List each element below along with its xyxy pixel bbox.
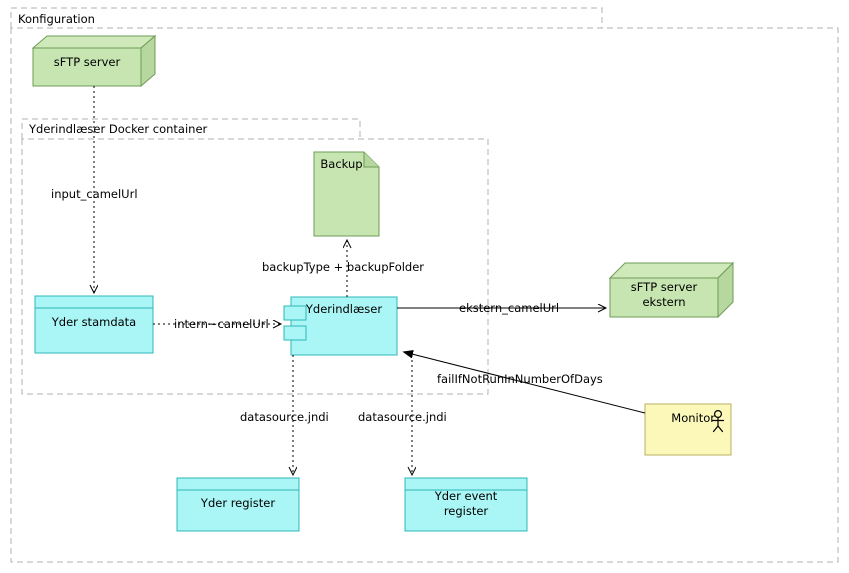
node-backup-artifact[interactable] (313, 151, 380, 237)
node-yder-stamdata[interactable] (34, 295, 154, 354)
node-sftp-server[interactable] (31, 34, 157, 88)
edge-label-datasource-jndi-1: datasource.jndi (240, 410, 329, 424)
edge-label-datasource-jndi-2: datasource.jndi (358, 410, 447, 424)
frame-label-docker-container: Yderindlæser Docker container (29, 122, 208, 136)
edge-label-ekstern-camelurl: ekstern_camelUrl (459, 301, 560, 315)
node-label-monitor: Monitor (671, 411, 715, 425)
frame-konfiguration (10, 7, 839, 563)
node-label-yder-event-register-line1: Yder event (434, 489, 498, 503)
node-label-sftp-server: sFTP server (53, 55, 121, 69)
node-yder-register[interactable] (176, 477, 300, 532)
node-monitor[interactable] (644, 403, 732, 456)
node-label-sftp-server-ekstern-line2: ekstern (642, 295, 686, 309)
node-label-backup: Backup (320, 157, 363, 171)
node-label-yderindlaeser: Yderindlæser (305, 302, 383, 316)
actor-stick-figure-icon (711, 410, 725, 433)
node-label-yder-register: Yder register (200, 496, 276, 510)
node-yderindlaeser[interactable] (283, 296, 398, 356)
edge-label-intern-camelurl: intern~camelUrl (174, 317, 269, 331)
edge-label-input-camelurl: input_camelUrl (51, 187, 138, 201)
frame-docker-container (21, 118, 489, 395)
node-label-sftp-server-ekstern-line1: sFTP server (630, 280, 698, 294)
node-sftp-server-ekstern[interactable] (608, 261, 735, 319)
edge-failifnotrun (404, 352, 646, 414)
node-label-yder-event-register-line2: register (443, 504, 489, 518)
node-label-yder-stamdata: Yder stamdata (51, 315, 137, 329)
frame-label-konfiguration: Konfiguration (18, 12, 95, 26)
node-yder-event-register[interactable] (404, 477, 528, 532)
edge-label-failifnotrun: failIfNotRunInNumberOfDays (437, 372, 603, 386)
edge-label-backup-type-folder: backupType + backupFolder (262, 260, 425, 274)
